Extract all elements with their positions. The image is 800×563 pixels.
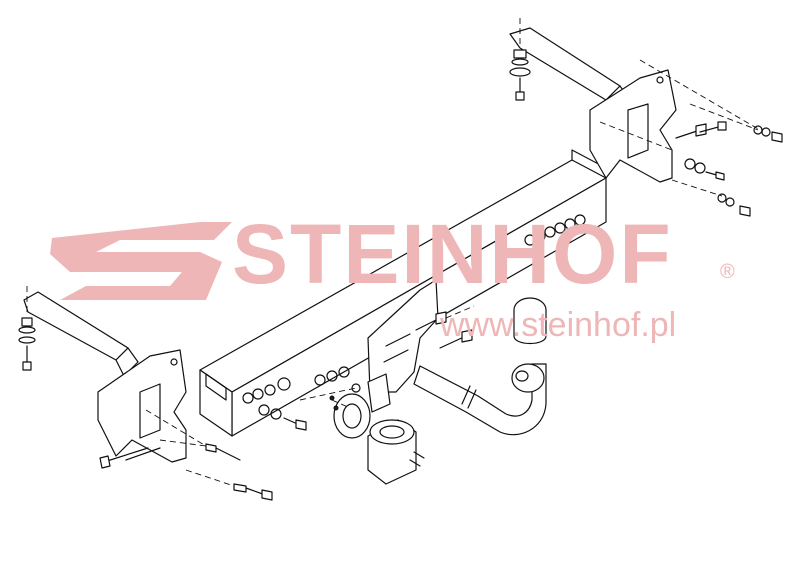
electrical-socket	[367, 419, 417, 485]
left-vertical-bolt	[18, 286, 36, 371]
plate-bolt-set	[415, 305, 475, 349]
beam-right-end-bolt-set	[524, 214, 586, 246]
right-bracket-arm	[509, 27, 677, 183]
steinhof-logo-mark	[50, 222, 232, 300]
watermark-website: www.steinhof.pl	[440, 306, 677, 344]
socket-screw-set	[329, 395, 425, 467]
assembly-guide-lines	[145, 59, 761, 447]
towball-neck	[413, 363, 547, 436]
right-bolt-set	[671, 103, 783, 217]
watermark-brand: STEINHOF	[232, 207, 673, 301]
center-left-bolt-set	[242, 366, 361, 431]
towball	[511, 297, 547, 393]
left-bracket-arm	[23, 291, 187, 463]
left-bolt-set	[99, 439, 273, 501]
top-vertical-bolt	[509, 18, 531, 101]
watermark-registered-mark: ®	[720, 261, 736, 283]
